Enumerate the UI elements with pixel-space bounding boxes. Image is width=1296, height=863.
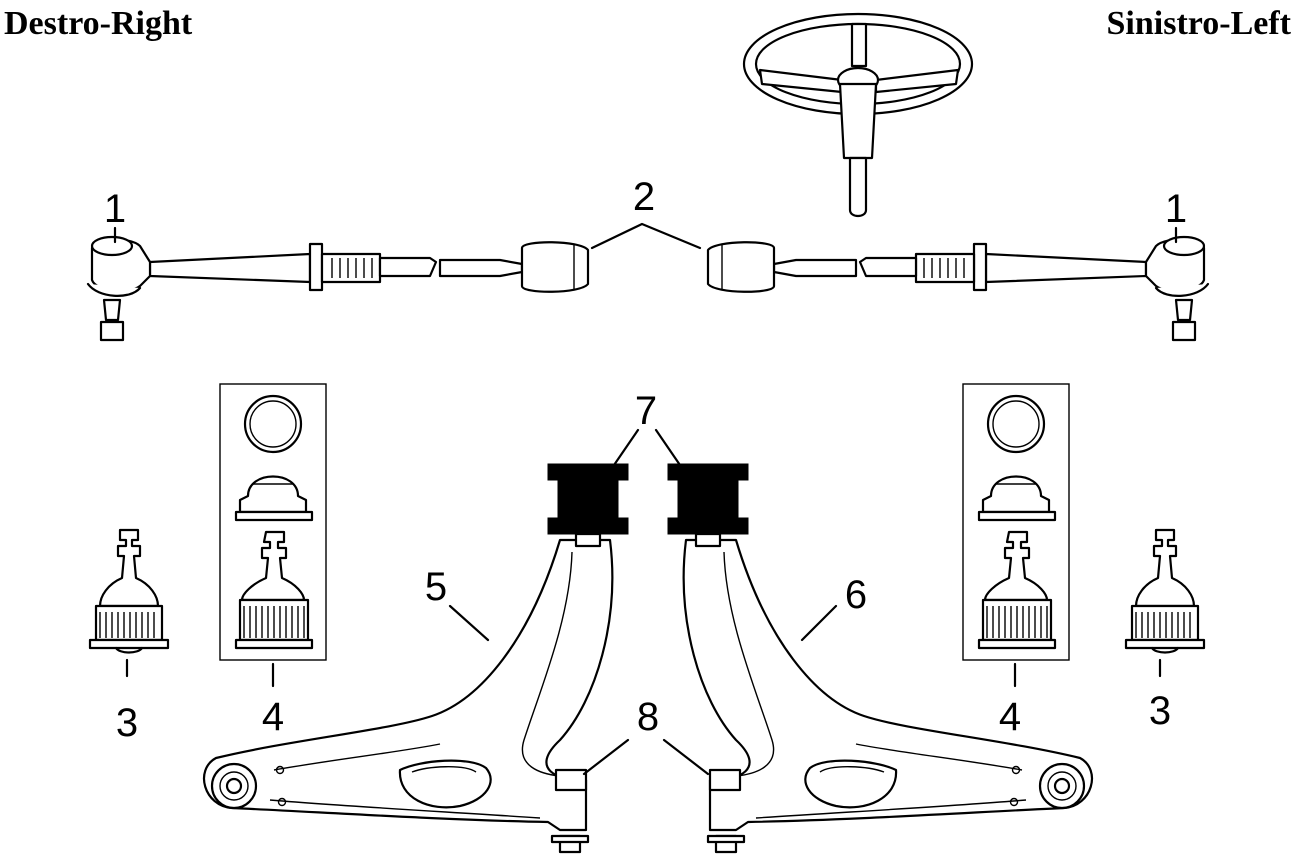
ball-joint-left — [1124, 528, 1206, 654]
tie-rod-right — [86, 235, 590, 342]
steering-wheel — [742, 12, 974, 218]
callout-line-7 — [610, 428, 684, 470]
callout-line-2 — [590, 222, 702, 250]
callout-7: 7 — [635, 389, 657, 433]
left-side-label: Sinistro-Left — [1107, 5, 1292, 42]
callout-8: 8 — [637, 695, 659, 739]
ball-joint-kit-left — [961, 382, 1071, 662]
callout-5: 5 — [425, 565, 447, 609]
callout-2: 2 — [633, 175, 655, 219]
tie-rod-left — [706, 235, 1210, 342]
callout-3-right: 3 — [116, 701, 138, 745]
callout-4-right: 4 — [262, 695, 284, 739]
callout-4-left: 4 — [999, 695, 1021, 739]
callout-line-8 — [582, 738, 710, 776]
callout-line-5 — [448, 604, 490, 642]
ball-joint-kit-right — [218, 382, 328, 662]
right-side-label: Destro-Right — [4, 5, 193, 42]
callout-1-left: 1 — [1165, 187, 1187, 231]
ball-joint-right — [88, 528, 170, 654]
callout-3-left: 3 — [1149, 689, 1171, 733]
callout-6: 6 — [845, 573, 867, 617]
callout-line-6 — [800, 604, 838, 642]
callout-1-right: 1 — [104, 187, 126, 231]
